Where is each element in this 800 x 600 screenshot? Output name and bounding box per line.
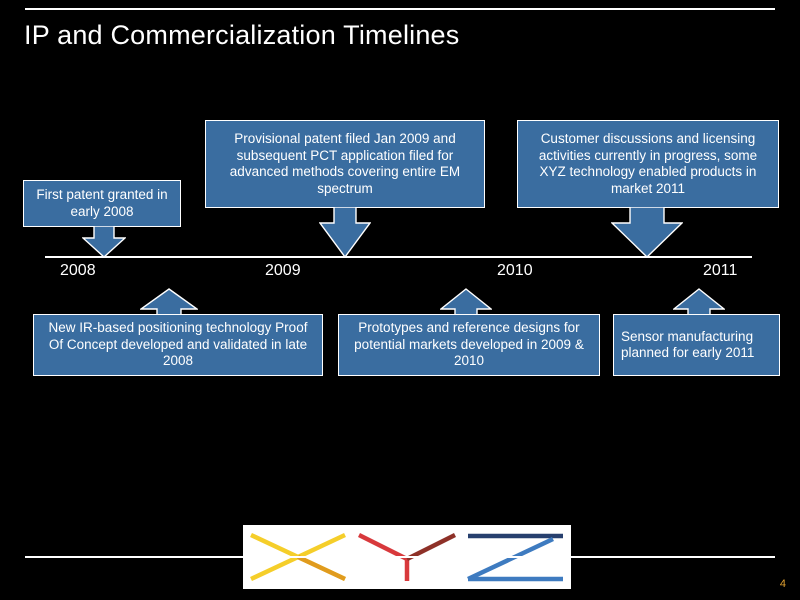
callout-sensor-manufacturing[interactable]: Sensor manufacturing planned for early 2… bbox=[613, 314, 780, 376]
page-title: IP and Commercialization Timelines bbox=[24, 20, 460, 50]
timeline-year-2008: 2008 bbox=[60, 262, 96, 279]
timeline-year-2010: 2010 bbox=[497, 262, 533, 279]
arrow-down-provisional-patent bbox=[319, 207, 371, 258]
callout-proof-of-concept[interactable]: New IR-based positioning technology Proo… bbox=[33, 314, 323, 376]
top-divider-rule bbox=[25, 8, 775, 10]
timeline-year-2011: 2011 bbox=[703, 262, 738, 279]
arrow-down-first-patent bbox=[82, 226, 126, 258]
callout-customer-discussions[interactable]: Customer discussions and licensing activ… bbox=[517, 120, 779, 208]
bottom-divider-rule bbox=[25, 556, 775, 558]
callout-prototypes[interactable]: Prototypes and reference designs for pot… bbox=[338, 314, 600, 376]
timeline-year-2009: 2009 bbox=[265, 262, 301, 279]
callout-first-patent[interactable]: First patent granted in early 2008 bbox=[23, 180, 181, 227]
timeline-axis bbox=[45, 256, 752, 258]
page-number: 4 bbox=[779, 578, 786, 590]
callout-provisional-patent[interactable]: Provisional patent filed Jan 2009 and su… bbox=[205, 120, 485, 208]
arrow-down-customer-discussions bbox=[611, 207, 683, 258]
